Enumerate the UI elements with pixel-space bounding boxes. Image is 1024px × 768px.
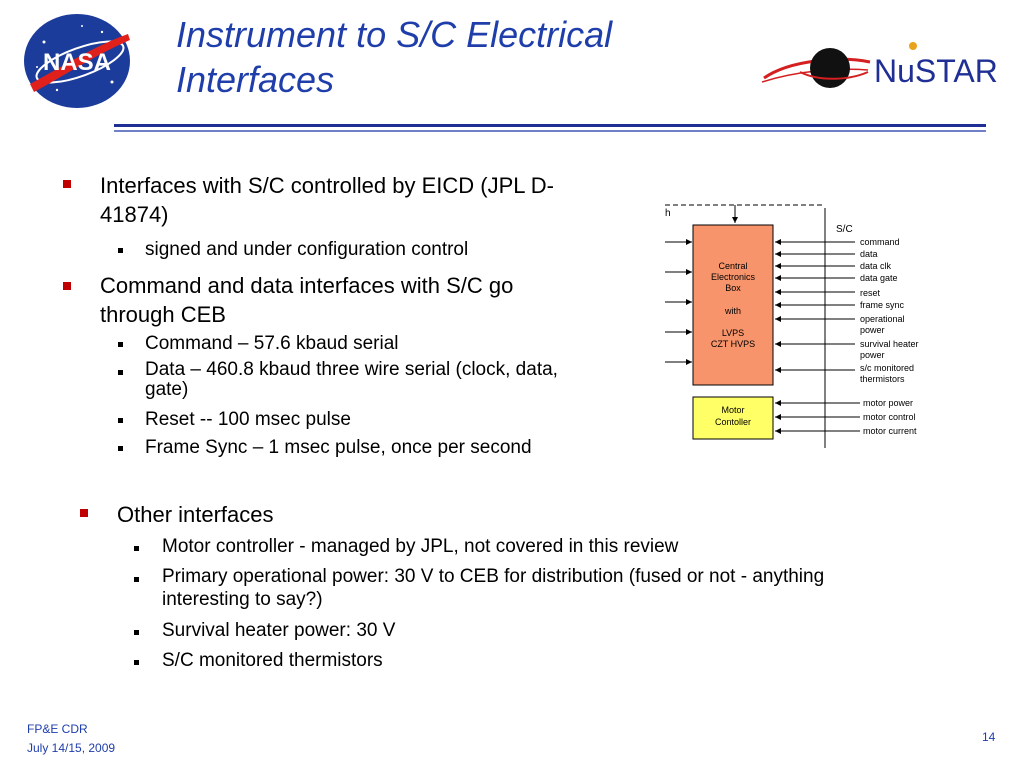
nasa-logo-text: NASA xyxy=(43,49,111,76)
bullet-eicd-line2: 41874) xyxy=(100,202,169,227)
sub-bullet-frame-sync: Frame Sync – 1 msec pulse, once per seco… xyxy=(145,437,532,458)
signal-label: data xyxy=(860,249,878,259)
sub-bullet-motor: Motor controller - managed by JPL, not c… xyxy=(162,536,679,557)
signal-label: data clk xyxy=(860,261,892,271)
sub-bullet-marker xyxy=(118,370,123,375)
footer-date: July 14/15, 2009 xyxy=(27,741,116,755)
page-number: 14 xyxy=(982,730,996,744)
signal-label: survival heater xyxy=(860,339,919,349)
motor-signal-label: motor power xyxy=(863,398,913,408)
sub-bullet-marker xyxy=(118,248,123,253)
sub-bullet-survival: Survival heater power: 30 V xyxy=(162,620,396,641)
signal-label: power xyxy=(860,350,885,360)
header-rule xyxy=(114,124,986,127)
ceb-label-line: CZT HVPS xyxy=(711,339,755,349)
sub-bullet-data: Data – 460.8 kbaud three wire serial (cl… xyxy=(145,360,665,400)
footer-event: FP&E CDR xyxy=(27,722,88,736)
left-side-arrows xyxy=(665,239,692,365)
bullet-command-data-line2: through CEB xyxy=(100,302,226,327)
sub-bullet-marker xyxy=(118,446,123,451)
signal-label: reset xyxy=(860,288,881,298)
bullet-command-data: Command and data interfaces with S/C go … xyxy=(100,271,640,329)
title-line-2: Interfaces xyxy=(176,59,335,100)
motor-signal-label: motor control xyxy=(863,412,916,422)
sub-bullet-data-line2: gate) xyxy=(145,379,189,400)
bullet-other-interfaces: Other interfaces xyxy=(117,502,274,527)
header-rule-thin xyxy=(114,130,986,132)
sub-bullet-marker xyxy=(134,546,139,551)
motor-signal-label: motor current xyxy=(863,426,917,436)
sub-bullet-marker xyxy=(134,660,139,665)
signal-label: thermistors xyxy=(860,374,905,384)
motor-label-line: Motor xyxy=(721,405,744,415)
signal-label: operational xyxy=(860,314,905,324)
bullet-command-data-line1: Command and data interfaces with S/C go xyxy=(100,273,514,298)
sub-bullet-primary-power: Primary operational power: 30 V to CEB f… xyxy=(162,565,1002,611)
bullet-marker xyxy=(63,282,71,290)
bullet-marker xyxy=(80,509,88,517)
nasa-logo: NASA xyxy=(24,14,130,108)
sub-bullet-marker xyxy=(118,342,123,347)
signal-label: power xyxy=(860,325,885,335)
title-line-1: Instrument to S/C Electrical xyxy=(176,14,613,55)
ceb-label-line: LVPS xyxy=(722,328,744,338)
signal-labels: command data data clk data gate reset frame s… xyxy=(860,237,919,436)
ceb-label-line: Box xyxy=(725,283,741,293)
ceb-box xyxy=(692,224,774,386)
signal-label: frame sync xyxy=(860,300,905,310)
sub-bullet-thermistors: S/C monitored thermistors xyxy=(162,650,383,671)
signal-label: command xyxy=(860,237,900,247)
sub-bullet-marker xyxy=(134,577,139,582)
sub-bullet-marker xyxy=(134,630,139,635)
bullet-marker xyxy=(63,180,71,188)
bullet-eicd-line1: Interfaces with S/C controlled by EICD (… xyxy=(100,173,555,198)
ceb-label-line: with xyxy=(724,306,741,316)
sub-bullet-reset: Reset -- 100 msec pulse xyxy=(145,409,351,430)
sub-bullet-marker xyxy=(118,418,123,423)
signal-label: data gate xyxy=(860,273,898,283)
sub-bullet-primary-power-line1: Primary operational power: 30 V to CEB f… xyxy=(162,566,825,587)
diagram-sc-label: S/C xyxy=(836,224,853,235)
sub-bullet-primary-power-line2: interesting to say?) xyxy=(162,589,323,610)
sub-bullet-command: Command – 57.6 kbaud serial xyxy=(145,333,399,354)
nustar-logo: NuSTAR xyxy=(761,42,998,89)
sub-bullet-data-line1: Data – 460.8 kbaud three wire serial (cl… xyxy=(145,359,558,380)
signal-label: s/c monitored xyxy=(860,363,914,373)
motor-label-line: Contoller xyxy=(715,417,751,427)
signal-lines xyxy=(775,239,860,434)
ceb-label-line: Central xyxy=(718,261,747,271)
ceb-label-line: Electronics xyxy=(711,272,756,282)
motor-controller-box xyxy=(692,396,774,440)
sub-bullet-signed: signed and under configuration control xyxy=(145,239,469,260)
nustar-logo-text: NuSTAR xyxy=(874,53,998,89)
diagram-h-label: h xyxy=(665,208,671,219)
page-title: Instrument to S/C Electrical Interfaces xyxy=(176,12,736,102)
bullet-eicd: Interfaces with S/C controlled by EICD (… xyxy=(100,171,640,229)
